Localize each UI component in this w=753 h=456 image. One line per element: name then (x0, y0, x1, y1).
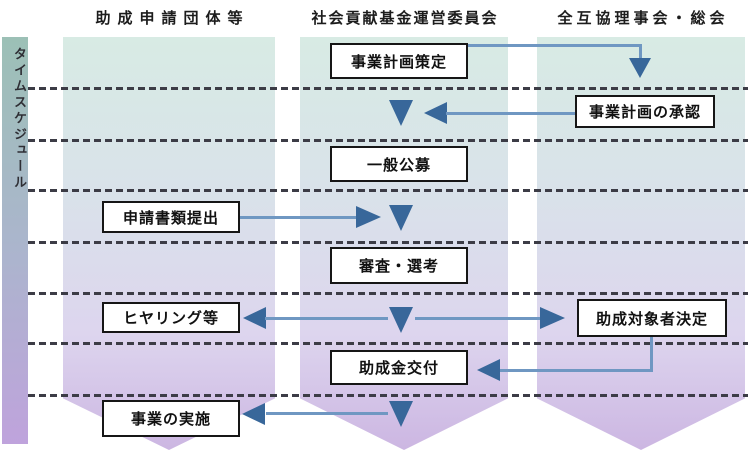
arrow-down-icon (389, 205, 413, 231)
connector-line (415, 317, 541, 320)
flow-box-grantee-decision: 助成対象者決定 (577, 299, 727, 337)
timeline-separator (28, 292, 748, 295)
column-header-board-general-meeting: 全互協理事会・総会 (557, 9, 729, 27)
flow-box-hearing: ヒヤリング等 (102, 302, 240, 333)
flow-box-grant-payment: 助成金交付 (330, 350, 468, 385)
flow-box-business-plan-formulation: 事業計画策定 (330, 43, 468, 79)
timeline-bar: タイムスケジュール (2, 37, 28, 444)
arrow-left-icon (424, 102, 447, 124)
connector-line (266, 412, 388, 415)
connector-line (650, 337, 653, 372)
timeline-separator (28, 394, 748, 397)
timeline-label: タイムスケジュール (11, 47, 26, 191)
column-header-fund-committee: 社会貢献基金運営委員会 (311, 9, 499, 27)
arrow-right-icon (356, 206, 381, 228)
flow-box-project-implementation: 事業の実施 (102, 400, 240, 437)
arrow-down-icon (389, 100, 413, 126)
arrow-left-icon (242, 403, 265, 425)
column-header-applicant: 助成申請団体等 (95, 9, 250, 27)
arrow-down-icon (389, 401, 413, 427)
flow-box-public-offering: 一般公募 (330, 146, 468, 182)
connector-line (265, 317, 388, 320)
flow-box-screening-selection: 審査・選考 (330, 247, 468, 284)
connector-line (468, 44, 642, 47)
flow-box-business-plan-approval: 事業計画の承認 (575, 95, 715, 128)
flow-box-application-documents-submission: 申請書類提出 (102, 201, 240, 233)
timeline-separator (28, 139, 748, 142)
connector-line (500, 369, 653, 372)
connector-line (240, 216, 357, 219)
timeline-separator (28, 241, 748, 244)
arrow-down-icon (629, 58, 651, 78)
arrow-down-icon (389, 307, 413, 333)
timeline-separator (28, 189, 748, 192)
timeline-separator (28, 87, 748, 90)
timeline-separator (28, 342, 748, 345)
connector-line (639, 44, 642, 60)
arrow-left-icon (243, 307, 266, 329)
arrow-left-icon (477, 359, 500, 381)
arrow-right-icon (540, 307, 565, 329)
connector-line (446, 112, 575, 115)
